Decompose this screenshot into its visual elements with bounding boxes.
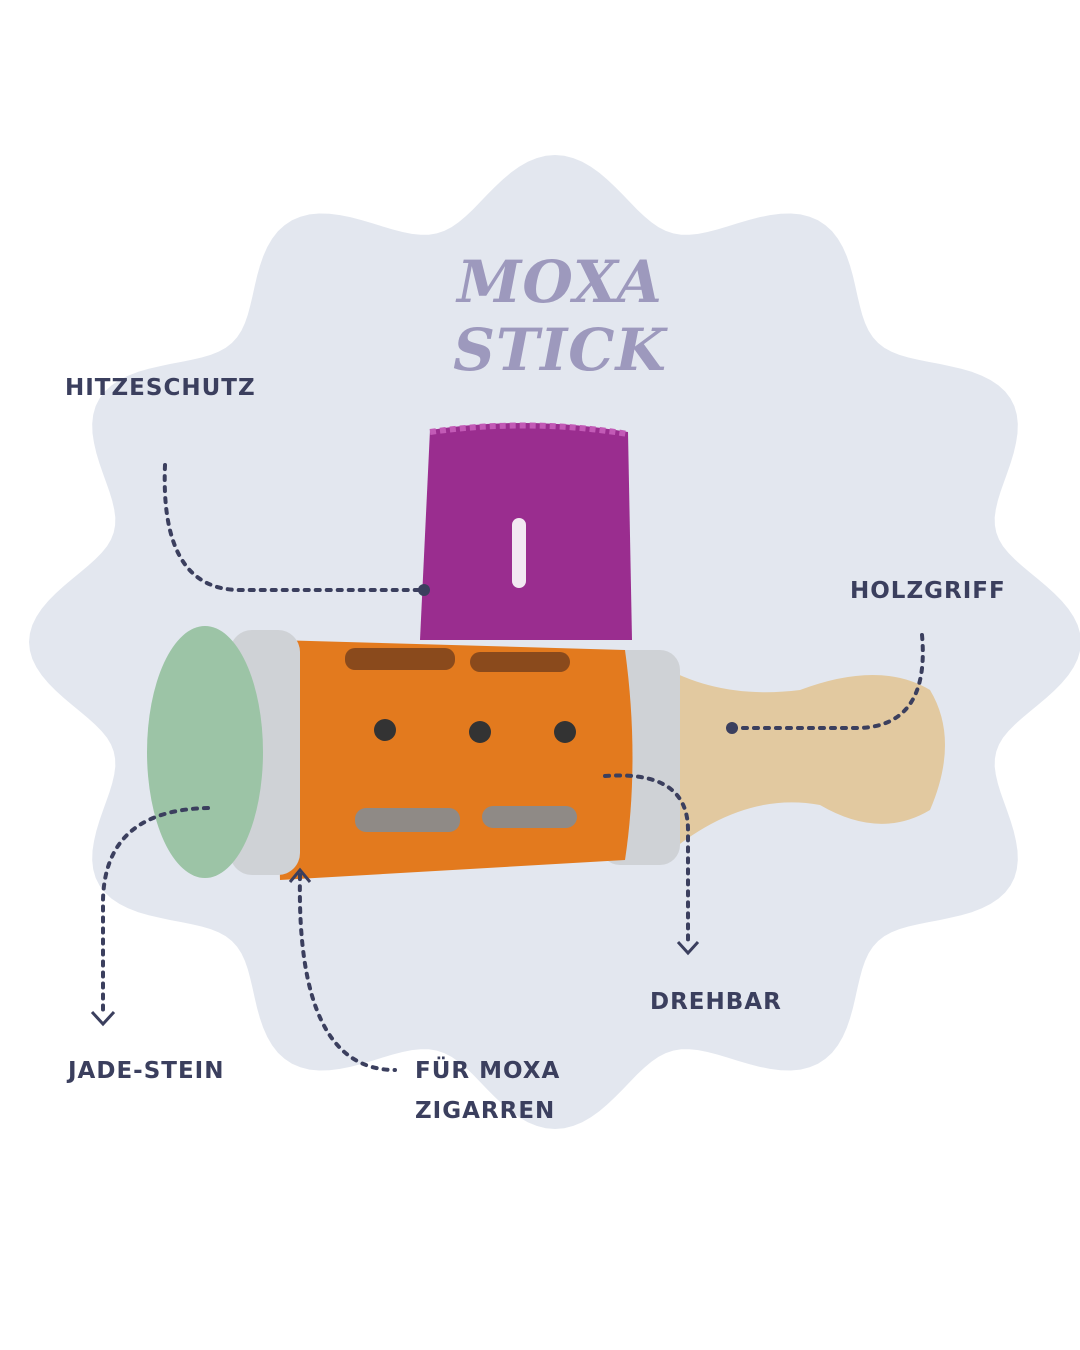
label-wood-handle: HOLZGRIFF bbox=[850, 578, 1006, 604]
orange-body bbox=[275, 640, 633, 880]
label-jade-stone: JADE-STEIN bbox=[68, 1058, 225, 1084]
jade-stone bbox=[147, 626, 263, 878]
callout-dots bbox=[418, 584, 738, 734]
label-heat-protection: HITZESCHUTZ bbox=[65, 375, 256, 401]
wood-handle bbox=[660, 665, 945, 860]
label-line-1: FÜR MOXA bbox=[415, 1058, 561, 1084]
page-title: MOXA STICK bbox=[453, 248, 667, 384]
arrow-icons bbox=[90, 867, 700, 1027]
label-line-2: ZIGARREN bbox=[415, 1098, 556, 1124]
label-rotatable: DREHBAR bbox=[650, 989, 782, 1015]
callout-lines bbox=[101, 463, 925, 1072]
heat-protection-sleeve bbox=[420, 422, 632, 640]
label-for-moxa-cigars: FÜR MOXA ZIGARREN bbox=[415, 1051, 560, 1131]
wavy-background-shape bbox=[29, 155, 1080, 1129]
